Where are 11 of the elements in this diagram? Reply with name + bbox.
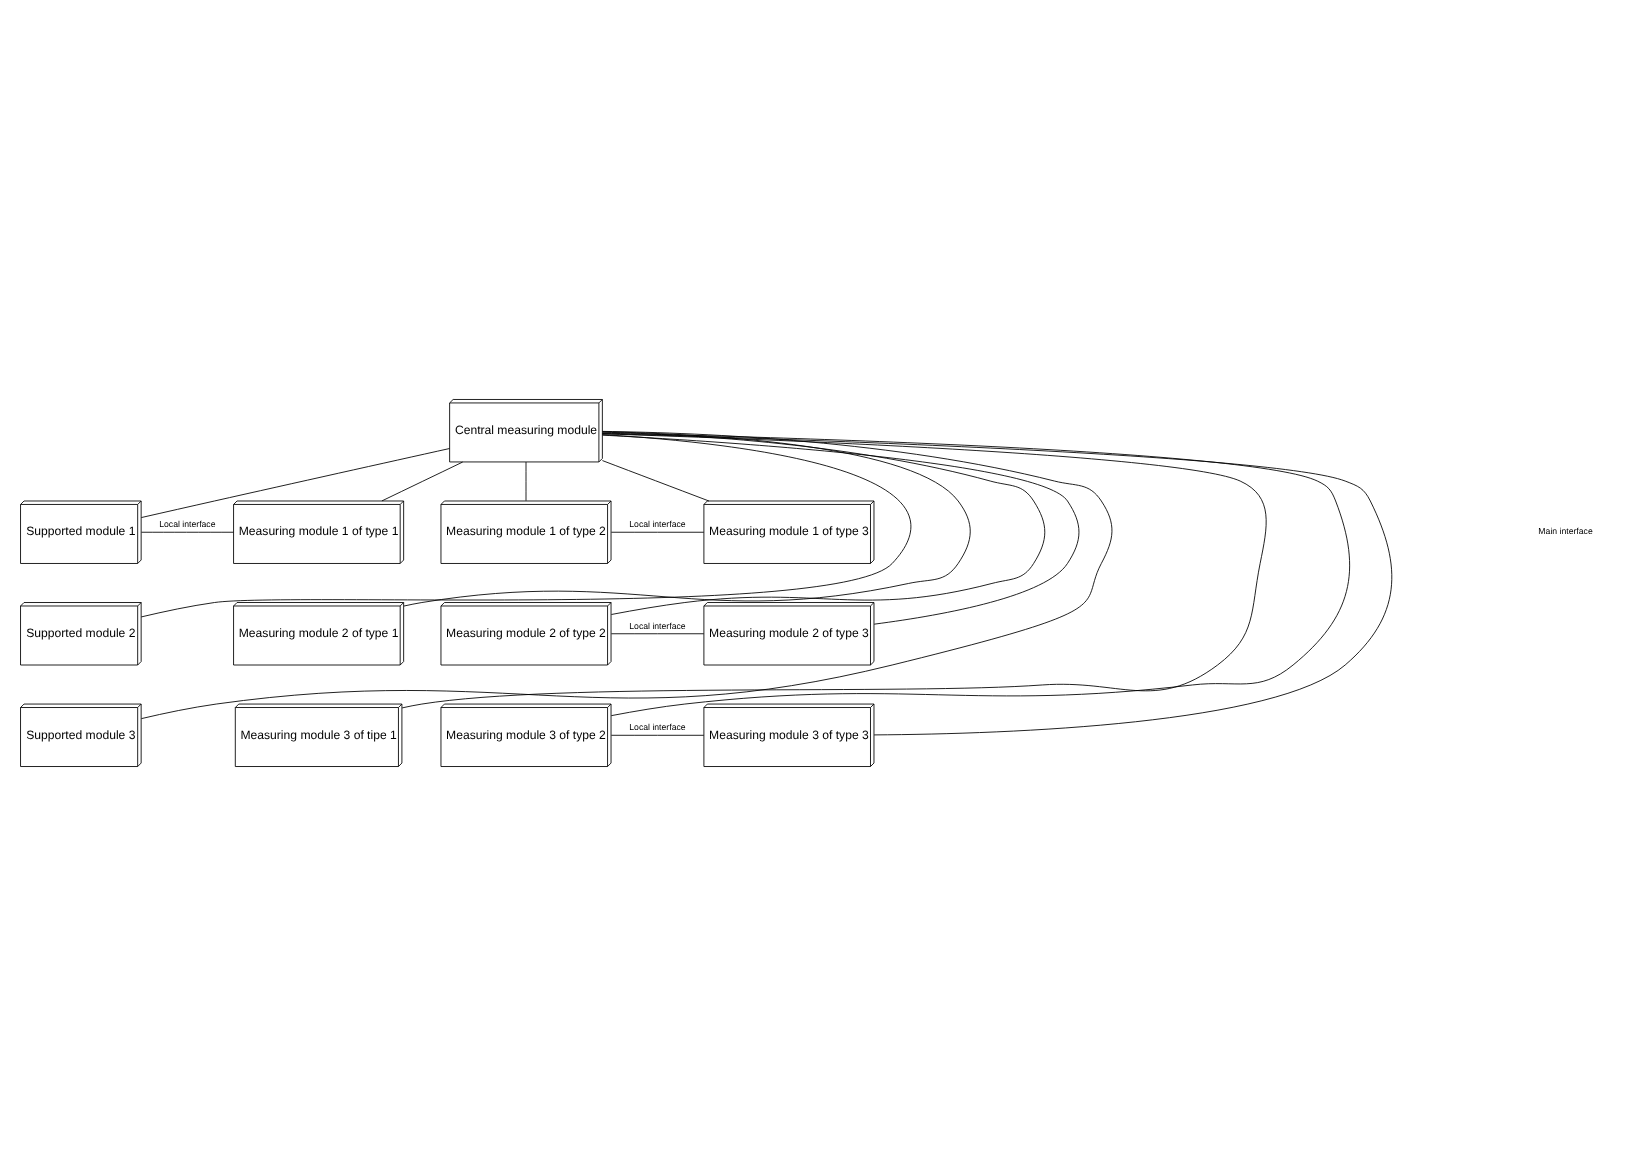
connector <box>140 434 912 618</box>
connector <box>141 430 1113 720</box>
connector <box>601 460 710 502</box>
connector <box>141 531 234 533</box>
connector <box>381 461 464 502</box>
connector <box>140 448 450 518</box>
connector <box>610 734 705 736</box>
connector <box>610 531 705 533</box>
connector <box>403 431 971 607</box>
connector <box>610 633 705 635</box>
connector <box>401 433 1267 709</box>
